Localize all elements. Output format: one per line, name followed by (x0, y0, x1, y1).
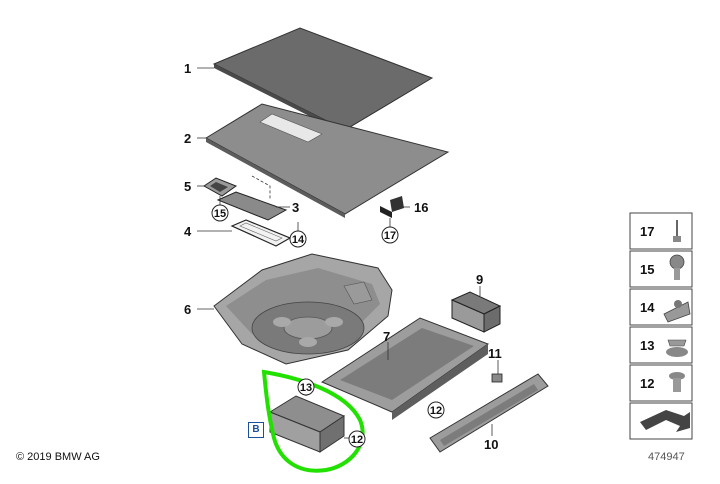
svg-text:15: 15 (640, 262, 654, 277)
copyright-text: © 2019 BMW AG (16, 451, 100, 463)
part-box-9 (450, 291, 502, 333)
model-badge: B (248, 422, 264, 438)
legend-item-14: 14 (629, 288, 693, 326)
legend-item-arrow (629, 402, 693, 440)
callout-1: 1 (184, 61, 191, 76)
part-box-highlighted (268, 395, 346, 453)
circled-callout-12-box: 12 (348, 430, 366, 448)
legend-item-15: 15 (629, 250, 693, 288)
callout-10: 10 (484, 437, 498, 452)
part-grid-4 (230, 219, 292, 247)
svg-text:14: 14 (292, 234, 305, 246)
expanding-rivet-icon (669, 372, 685, 392)
circled-callout-14: 14 (289, 230, 307, 248)
part-bracket-16 (380, 196, 404, 218)
part-floor-panel (204, 103, 450, 218)
svg-text:14: 14 (640, 300, 655, 315)
callout-6: 6 (184, 302, 191, 317)
part-cover-5 (203, 177, 238, 197)
screw-icon (669, 254, 685, 280)
callout-9: 9 (476, 272, 483, 287)
part-trim-10 (429, 373, 549, 453)
rivet-icon (673, 220, 681, 242)
svg-text:17: 17 (640, 224, 654, 239)
legend-item-17: 17 (629, 212, 693, 250)
callout-16: 16 (414, 200, 428, 215)
callout-5: 5 (184, 179, 191, 194)
svg-text:12: 12 (640, 376, 654, 391)
svg-text:12: 12 (430, 405, 442, 417)
part-storage-tray-7 (320, 317, 490, 420)
legend-item-13: 13 (629, 326, 693, 364)
circled-callout-13: 13 (297, 378, 315, 396)
svg-text:17: 17 (384, 230, 396, 242)
svg-text:13: 13 (640, 338, 654, 353)
circled-callout-15: 15 (211, 204, 229, 222)
svg-text:13: 13 (300, 382, 312, 394)
clip-nut-icon (663, 300, 691, 323)
svg-text:12: 12 (351, 434, 363, 446)
part-trunk-well-6 (213, 253, 393, 365)
callout-11: 11 (488, 346, 502, 361)
flange-nut-icon (666, 339, 688, 357)
circled-callout-12-tray: 12 (427, 401, 445, 419)
circled-callout-17: 17 (381, 226, 399, 244)
diagram-code: 474947 (648, 451, 685, 463)
part-tray-3 (216, 175, 288, 221)
svg-text:15: 15 (214, 208, 226, 220)
fastener-legend: 17 15 14 13 (629, 212, 693, 440)
callout-4: 4 (184, 224, 192, 239)
callout-7: 7 (383, 329, 390, 344)
part-fastener-11 (491, 373, 503, 383)
legend-item-12: 12 (629, 364, 693, 402)
arrow-icon (640, 410, 690, 432)
callout-2: 2 (184, 131, 191, 146)
callout-3: 3 (292, 200, 299, 215)
highlight-outline (261, 369, 365, 473)
